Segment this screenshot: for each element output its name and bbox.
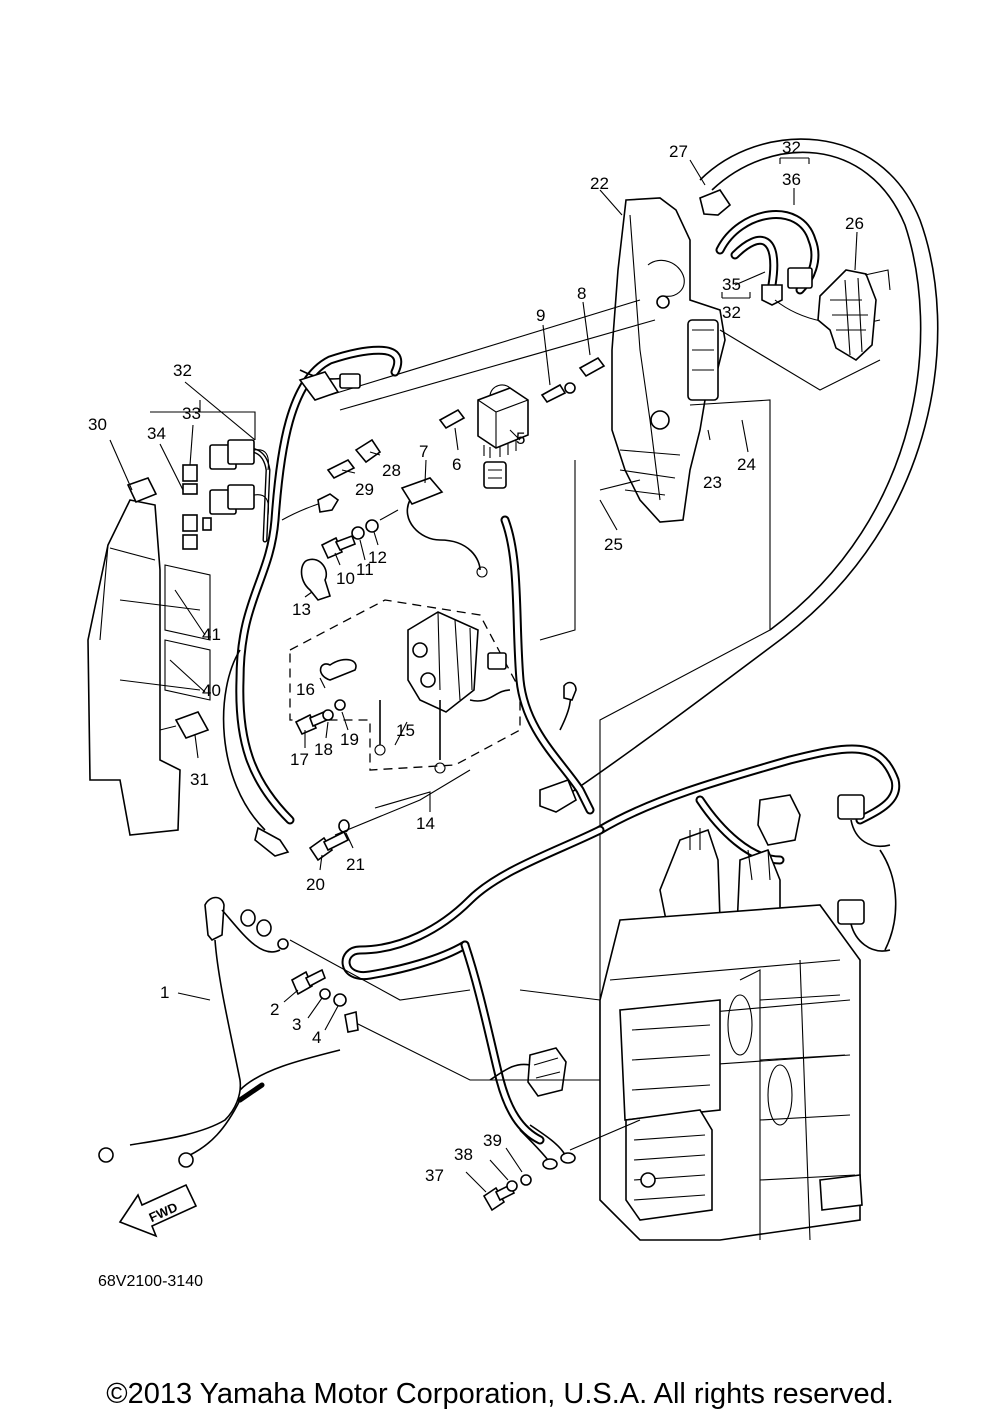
nut-8 <box>578 356 606 378</box>
connector-plug <box>483 461 507 489</box>
callout-41: 41 <box>202 625 221 644</box>
callout-21: 21 <box>346 855 365 874</box>
engine-block <box>599 828 863 1241</box>
callout-36: 36 <box>782 170 801 189</box>
copyright-notice: ©2013 Yamaha Motor Corporation, U.S.A. A… <box>106 1378 894 1410</box>
fuses <box>182 464 212 550</box>
clamp-28 <box>354 438 382 464</box>
callout-13: 13 <box>292 600 311 619</box>
washer-39 <box>520 1174 532 1186</box>
callout-20: 20 <box>306 875 325 894</box>
callout-2: 2 <box>270 1000 279 1019</box>
screw-29 <box>326 458 356 480</box>
callout-10: 10 <box>336 569 355 588</box>
bolt-2 <box>290 968 326 996</box>
callout-14: 14 <box>416 814 435 833</box>
engine-harness <box>341 744 901 1145</box>
callout-17: 17 <box>290 750 309 769</box>
washer-21 <box>338 819 350 833</box>
callout-32-right: 32 <box>722 303 741 322</box>
regulator-group <box>289 599 521 774</box>
terminal-lead <box>344 1010 359 1033</box>
callout-35: 35 <box>722 275 741 294</box>
washer-11 <box>351 526 365 540</box>
callout-33: 33 <box>182 404 201 423</box>
washer-3 <box>319 988 331 1000</box>
callout-6: 6 <box>452 455 461 474</box>
callout-11: 11 <box>356 560 374 579</box>
washer-18 <box>322 709 334 721</box>
callout-23: 23 <box>703 473 722 492</box>
boot-13 <box>300 558 331 601</box>
fwd-arrow: FWD <box>118 1183 198 1238</box>
callout-7: 7 <box>419 442 428 461</box>
washer-38 <box>506 1180 518 1192</box>
washer-4 <box>333 993 347 1007</box>
callout-32-left: 32 <box>173 361 192 380</box>
callout-34: 34 <box>147 424 166 443</box>
callout-1: 1 <box>160 983 169 1002</box>
washer-19 <box>334 699 346 711</box>
callout-labels: 1 2 3 4 5 6 7 8 9 10 11 12 13 14 15 16 1… <box>88 138 864 1185</box>
callout-38: 38 <box>454 1145 473 1164</box>
clip <box>699 189 732 216</box>
diagram-code: 68V2100-3140 <box>98 1273 203 1290</box>
callout-15: 15 <box>396 721 415 740</box>
callout-31: 31 <box>190 770 209 789</box>
callout-12: 12 <box>368 548 387 567</box>
callout-28: 28 <box>382 461 401 480</box>
callout-18: 18 <box>314 740 333 759</box>
callout-8: 8 <box>577 284 586 303</box>
mounting-bracket <box>611 197 726 523</box>
callout-19: 19 <box>340 730 359 749</box>
fuse-harness <box>209 439 271 543</box>
harness-connector <box>489 1047 576 1170</box>
callout-26: 26 <box>845 214 864 233</box>
screw-9 <box>540 382 576 404</box>
relay <box>477 384 529 458</box>
sub-harness <box>715 210 881 325</box>
bolt-20 <box>308 830 350 862</box>
connector-holder <box>817 269 891 361</box>
callout-3: 3 <box>292 1015 301 1034</box>
leader-lines <box>109 157 858 1193</box>
main-loop-cable <box>559 138 939 801</box>
callout-29: 29 <box>355 480 374 499</box>
callout-24: 24 <box>737 455 756 474</box>
callout-16: 16 <box>296 680 315 699</box>
washer-12 <box>365 519 379 533</box>
callout-5: 5 <box>516 429 525 448</box>
callout-4: 4 <box>312 1028 321 1047</box>
battery-cable <box>98 896 341 1168</box>
callout-22: 22 <box>590 174 609 193</box>
callout-9: 9 <box>536 306 545 325</box>
bolt-37 <box>482 1183 516 1212</box>
screw-6 <box>438 408 466 430</box>
reference-lines-upper <box>329 299 881 1200</box>
cover-clip <box>159 711 210 739</box>
callout-30: 30 <box>88 415 107 434</box>
left-harness <box>235 345 403 825</box>
reference-lines-lower <box>289 769 641 1151</box>
callout-39: 39 <box>483 1131 502 1150</box>
ground-lead <box>379 477 488 578</box>
wire-grommet <box>222 649 290 857</box>
callout-25: 25 <box>604 535 623 554</box>
electrical-cover <box>87 477 211 836</box>
callout-32-top: 32 <box>782 138 801 157</box>
middle-harness <box>500 515 595 815</box>
callout-40: 40 <box>202 681 221 700</box>
callout-27: 27 <box>669 142 688 161</box>
callout-37: 37 <box>425 1166 444 1185</box>
bolt-10 <box>320 534 357 560</box>
